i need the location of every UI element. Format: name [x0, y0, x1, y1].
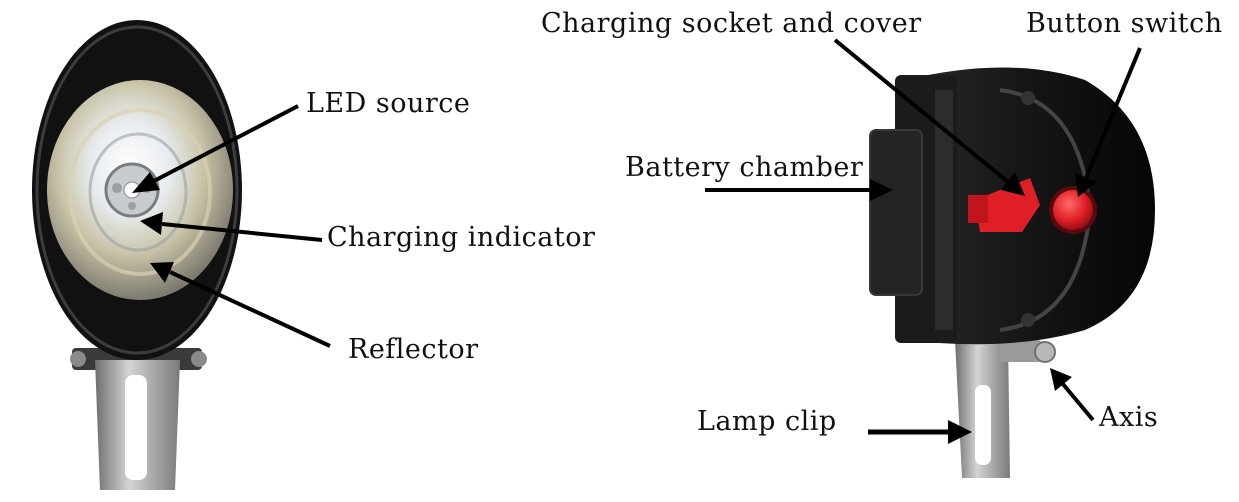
arrow-charging-socket [833, 38, 1025, 196]
front-lamp [32, 20, 242, 490]
label-charging-indicator: Charging indicator [327, 222, 596, 253]
label-led-source: LED source [306, 88, 471, 119]
rear-lamp [869, 67, 1155, 478]
arrow-battery-chamber [705, 179, 893, 201]
arrows [132, 38, 1142, 444]
rear-lamp-clip [955, 340, 1056, 478]
label-charging-socket: Charging socket and cover [541, 8, 922, 39]
label-button-switch: Button switch [1026, 8, 1223, 39]
arrow-led-source [132, 104, 299, 193]
label-battery-chamber: Battery chamber [625, 152, 864, 183]
axis-bolt-icon [1034, 341, 1056, 363]
arrow-lamp-clip [868, 420, 972, 444]
arrow-button-switch [1075, 47, 1142, 197]
arrow-charging-indicator [140, 212, 323, 242]
label-reflector: Reflector [348, 334, 479, 365]
charging-socket-cover-icon [975, 178, 1040, 232]
label-axis: Axis [1099, 402, 1159, 433]
button-switch-icon [1053, 190, 1093, 230]
arrow-reflector [150, 262, 331, 348]
arrow-axis [1050, 368, 1095, 422]
front-lamp-clip [70, 348, 207, 490]
label-lamp-clip: Lamp clip [697, 406, 837, 437]
